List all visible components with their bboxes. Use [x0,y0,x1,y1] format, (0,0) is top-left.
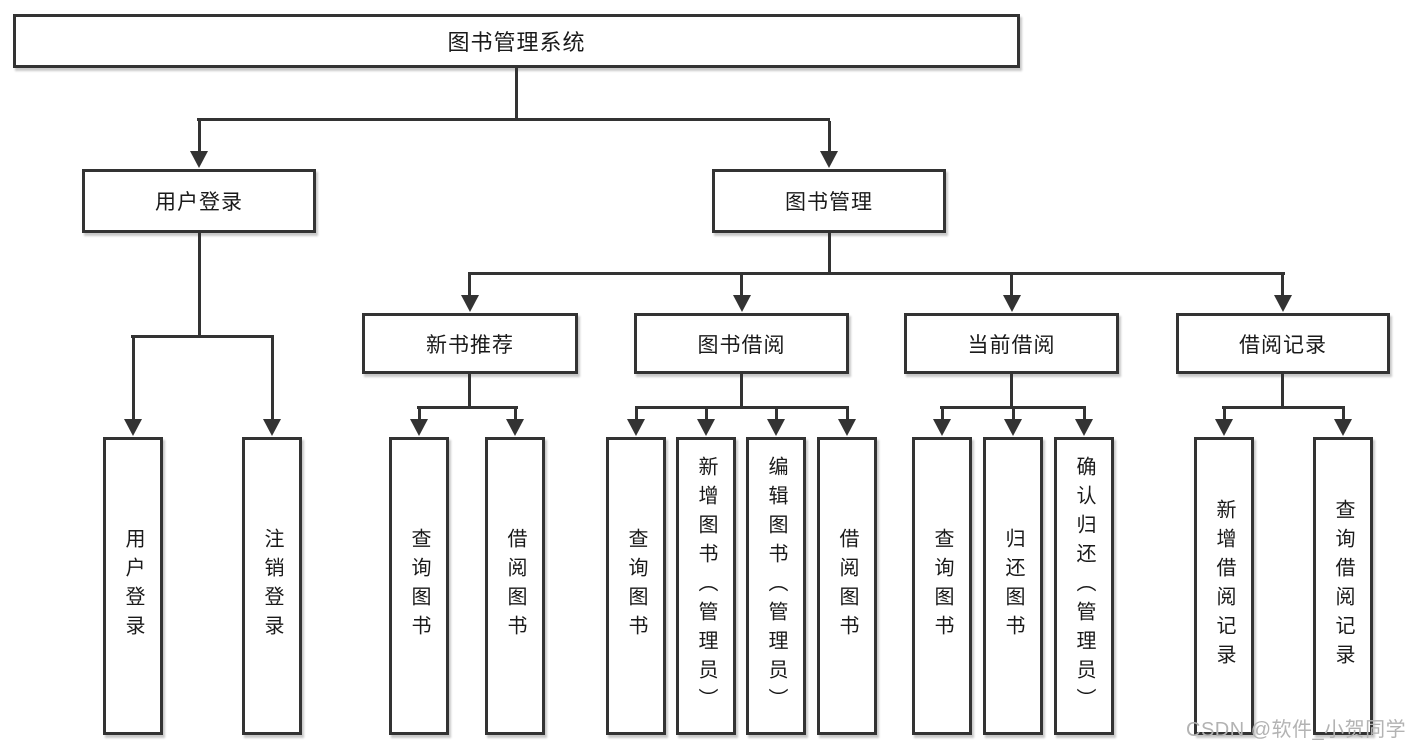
leaf-label: 查询图书 [625,528,647,644]
connector-stem [740,275,743,297]
leaf-return-books: 归还图书 [983,437,1043,735]
node-current-borrow: 当前借阅 [904,313,1119,374]
connector-bar [1222,406,1345,409]
connector-stem [1281,275,1284,297]
leaf-query-books-current: 查询图书 [912,437,972,735]
connector-bar [635,406,849,409]
arrowhead-down [1075,419,1093,436]
connector-stem [941,409,944,421]
arrowhead-down [461,295,479,312]
leaf-query-books-borrow: 查询图书 [606,437,666,735]
leaf-user-login: 用户登录 [103,437,163,735]
arrowhead-down [627,419,645,436]
node-label: 图书借阅 [697,333,786,357]
connector-stem [198,232,201,338]
connector-stem [1010,275,1013,297]
connector-stem [198,121,201,153]
leaf-borrow-books-recommend: 借阅图书 [485,437,545,735]
connector-stem [468,275,471,297]
node-label: 图书管理 [785,191,873,214]
arrowhead-down [767,419,785,436]
leaf-label: 归还图书 [1002,528,1024,644]
connector-bar [468,272,1285,275]
leaf-confirm-return-admin: 确认归还（管理员） [1054,437,1114,735]
connector-stem [514,409,517,421]
leaf-label: 查询图书 [408,528,430,644]
connector-stem [705,409,708,421]
connector-bar [940,406,1086,409]
node-new-book-recommend: 新书推荐 [362,313,578,374]
connector-stem [418,409,421,421]
leaf-label: 用户登录 [122,528,144,644]
csdn-watermark: CSDN @软件_小贺同学 [1186,719,1405,741]
connector-stem [1281,374,1284,409]
arrowhead-down [1274,295,1292,312]
connector-stem [775,409,778,421]
arrowhead-down [410,419,428,436]
leaf-label: 查询借阅记录 [1332,499,1354,673]
leaf-label: 确认归还（管理员） [1073,455,1095,717]
connector-stem [740,374,743,409]
connector-bar [131,335,274,338]
connector-stem [828,232,831,275]
connector-root-stem [515,66,518,121]
connector-stem [1223,409,1226,421]
arrowhead-down [697,419,715,436]
leaf-label: 注销登录 [261,528,283,644]
node-borrow-records: 借阅记录 [1176,313,1390,374]
arrowhead-down [733,295,751,312]
connector-bar [417,406,518,409]
arrowhead-down [190,151,208,168]
node-library-management-system: 图书管理系统 [13,14,1020,68]
leaf-logout: 注销登录 [242,437,302,735]
connector-stem [1012,409,1015,421]
arrowhead-down [1003,295,1021,312]
leaf-label: 借阅图书 [836,528,858,644]
leaf-label: 借阅图书 [504,528,526,644]
node-book-borrow: 图书借阅 [634,313,849,374]
connector-stem [635,409,638,421]
connector-stem [1010,374,1013,409]
connector-stem [1342,409,1345,421]
leaf-label: 编辑图书（管理员） [765,455,787,717]
arrowhead-down [263,419,281,436]
connector-stem [468,374,471,409]
node-book-management: 图书管理 [712,169,946,233]
node-label: 新书推荐 [426,333,514,357]
connector-stem [846,409,849,421]
arrowhead-down [1004,419,1022,436]
arrowhead-down [124,419,142,436]
leaf-label: 新增图书（管理员） [695,455,717,717]
leaf-borrow-books: 借阅图书 [817,437,877,735]
leaf-edit-books-admin: 编辑图书（管理员） [746,437,806,735]
arrowhead-down [838,419,856,436]
arrowhead-down [1334,419,1352,436]
node-label: 借阅记录 [1239,333,1327,357]
node-label: 图书管理系统 [447,30,586,55]
leaf-query-books-recommend: 查询图书 [389,437,449,735]
leaf-query-borrow-record: 查询借阅记录 [1313,437,1373,735]
leaf-add-borrow-record: 新增借阅记录 [1194,437,1254,735]
connector-stem [132,338,135,420]
arrowhead-down [506,419,524,436]
leaf-add-books-admin: 新增图书（管理员） [676,437,736,735]
connector-stem [1083,409,1086,421]
arrowhead-down [820,151,838,168]
node-label: 当前借阅 [967,333,1056,357]
leaf-label: 新增借阅记录 [1213,499,1235,673]
connector-stem [271,338,274,420]
connector-stem [828,121,831,153]
arrowhead-down [933,419,951,436]
leaf-label: 查询图书 [931,528,953,644]
connector-root-bar [197,118,830,121]
arrowhead-down [1215,419,1233,436]
node-label: 用户登录 [155,191,243,214]
node-user-login: 用户登录 [82,169,316,233]
